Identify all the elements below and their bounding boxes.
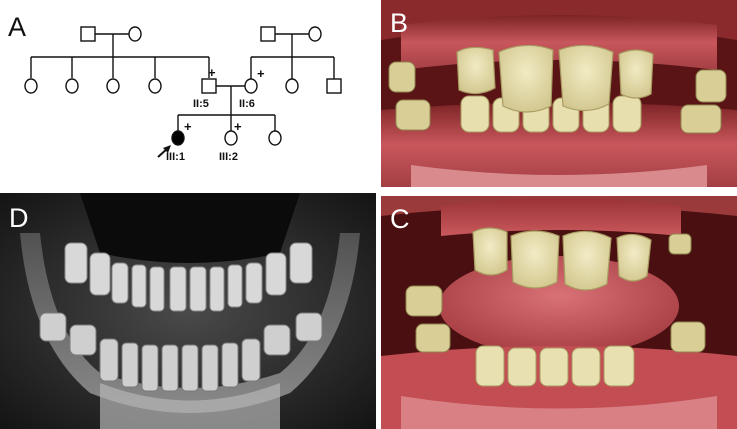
pedigree-female-ii4 [148, 78, 162, 94]
pedigree-female-i4 [308, 26, 322, 42]
pedigree-male-ii8 [326, 78, 342, 94]
carrier-mark-ii6: + [257, 66, 265, 81]
pedigree-female-ii6 [244, 78, 258, 94]
pedigree-female-iii3 [268, 130, 282, 146]
pedigree-female-i2 [128, 26, 142, 42]
pedigree-male-i3 [260, 26, 276, 42]
pedigree-female-ii1 [24, 78, 38, 94]
panel-d-panoramic-xray: D [0, 193, 376, 429]
label-ii5: II:5 [193, 98, 209, 110]
panel-b-intraoral-photo: B [381, 0, 737, 187]
panel-c-intraoral-photo: C [381, 196, 737, 429]
pedigree-female-ii3 [106, 78, 120, 94]
pedigree-female-ii7 [285, 78, 299, 94]
xray-panoramic [0, 193, 376, 429]
carrier-mark-iii2: + [234, 119, 242, 134]
panel-a-pedigree: A [0, 0, 370, 190]
carrier-mark-iii1: + [184, 119, 192, 134]
photo-teeth-open [381, 196, 737, 429]
pedigree-female-ii2 [65, 78, 79, 94]
label-iii2: III:2 [219, 151, 238, 163]
pedigree-chart: + + + + II:5 II:6 III:1 III:2 [24, 26, 342, 163]
label-ii6: II:6 [239, 98, 255, 110]
pedigree-female-iii2 [224, 130, 238, 146]
proband-arrow-icon [163, 145, 171, 153]
panel-label-b: B [390, 8, 409, 38]
pedigree-male-ii5 [201, 78, 217, 94]
panel-label-a: A [8, 12, 27, 42]
label-iii1: III:1 [166, 151, 185, 163]
panel-label-d: D [9, 203, 29, 233]
pedigree-affected-iii1 [171, 130, 185, 146]
panel-label-c: C [390, 204, 410, 234]
carrier-mark-ii5: + [208, 65, 216, 80]
pedigree-male-i1 [80, 26, 96, 42]
photo-teeth-front [381, 0, 737, 187]
